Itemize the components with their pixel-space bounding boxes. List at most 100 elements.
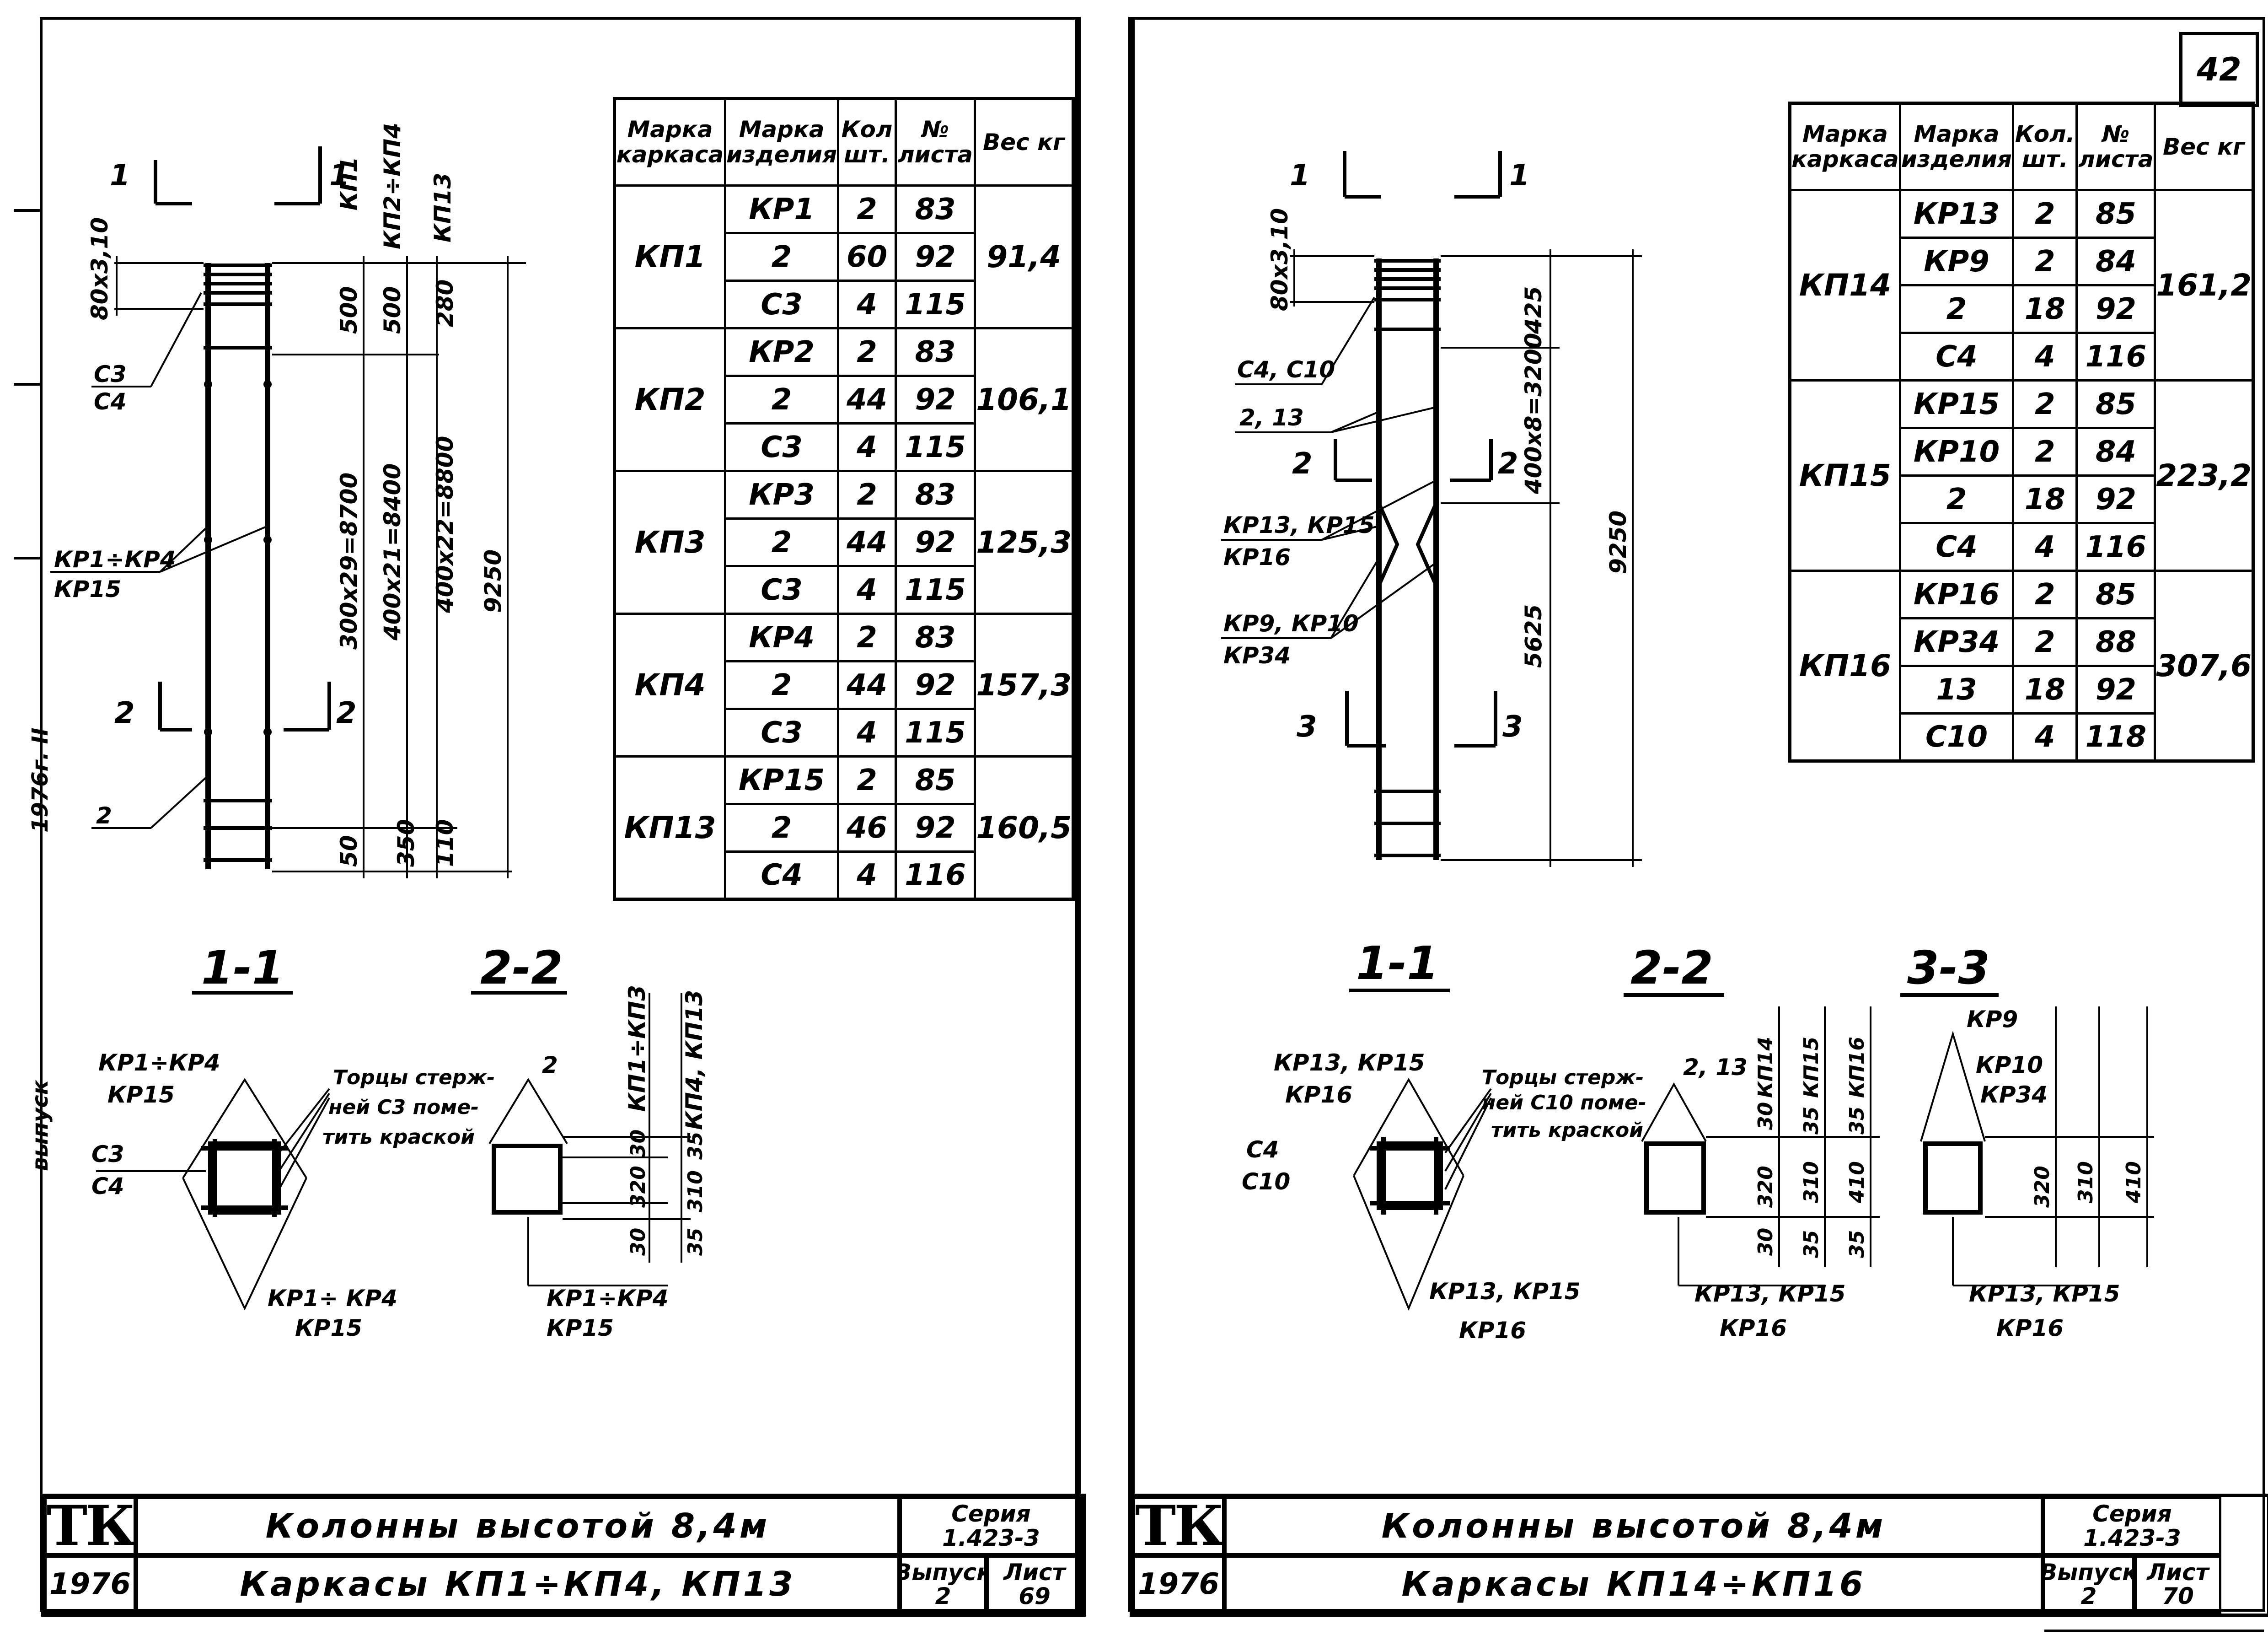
sheet-no-cell: 83 xyxy=(894,184,976,234)
qty-cell: 2 xyxy=(837,470,897,520)
label-c4-c10: С4, С10 xyxy=(1237,356,1335,383)
item-mark-cell: 2 xyxy=(724,660,840,710)
item-mark-cell: 2 xyxy=(724,517,840,567)
item-mark-cell: 2 xyxy=(1898,284,2015,334)
title-line-2: Каркасы КП1÷КП4, КП13 xyxy=(136,1555,900,1614)
section-title-3-3-r: 3-3 xyxy=(1907,941,1990,995)
dim-500-b: 500 xyxy=(379,286,406,334)
r-section2-kp15: КП15 xyxy=(1800,1037,1823,1098)
col-qty-header: Кол шт. xyxy=(837,97,897,187)
qty-cell: 2 xyxy=(2012,237,2078,286)
r-section3-dim-310: 310 xyxy=(2074,1161,2097,1203)
cut-mark-1-left: 1 xyxy=(110,159,130,193)
qty-cell: 4 xyxy=(2012,522,2078,572)
qty-cell: 44 xyxy=(837,660,897,710)
label-spacing: 80х3,10 xyxy=(86,217,113,320)
label-kp1: КП1 xyxy=(336,156,362,210)
qty-cell: 4 xyxy=(2012,712,2078,762)
label-kr34: КР34 xyxy=(1223,642,1291,669)
issue-value: 2 xyxy=(935,1583,951,1610)
label-kr15: КР15 xyxy=(54,576,121,602)
dim-300x29: 300х29=8700 xyxy=(336,473,362,650)
section1-label-kr1-kr4: КР1÷КР4 xyxy=(98,1049,220,1076)
sheet-no-cell: 92 xyxy=(894,232,976,282)
qty-cell: 4 xyxy=(837,850,897,900)
item-mark-cell: КР9 xyxy=(1898,237,2015,286)
dim-110: 110 xyxy=(432,819,458,867)
r-col-item-header: Марка изделия xyxy=(1898,102,2015,191)
item-mark-cell: КР15 xyxy=(724,755,840,805)
dim-425: 425 xyxy=(1520,286,1547,334)
section2-label-kp4-kp13: КП4, КП13 xyxy=(681,990,708,1130)
frame-mark-cell: КП15 xyxy=(1789,379,1901,572)
r-note-line-3: тить краской xyxy=(1491,1119,1643,1142)
r-section3-kr34: КР34 xyxy=(1980,1081,2048,1108)
sheet-no-cell: 115 xyxy=(894,708,976,758)
qty-cell: 60 xyxy=(837,232,897,282)
sheet-no-cell: 115 xyxy=(894,280,976,329)
r-section2-dim-35a: 35 xyxy=(1800,1107,1823,1135)
sheet-cell: Лист 69 xyxy=(987,1555,1083,1614)
weight-cell: 91,4 xyxy=(974,184,1074,329)
frame-mark-cell: КП16 xyxy=(1789,570,1901,762)
weight-cell: 161,2 xyxy=(2154,189,2254,382)
r-section2-dim-35c: 35 xyxy=(1845,1107,1869,1135)
issue-cell-r: Выпуск 2 xyxy=(2043,1555,2134,1614)
r-section1-kr16: КР16 xyxy=(1285,1081,1352,1108)
cut-mark-1-right: 1 xyxy=(329,159,350,193)
r-note-line-1: Торцы стерж- xyxy=(1482,1066,1644,1089)
section2-label-kr15: КР15 xyxy=(547,1315,614,1341)
r-section1-bottom-kr13-kr15: КР13, КР15 xyxy=(1429,1278,1581,1305)
weight-cell: 106,1 xyxy=(974,327,1074,472)
issue-label-r: Выпуск xyxy=(2043,1559,2134,1586)
title-line-1-r: Колонны высотой 8,4м xyxy=(1224,1497,2043,1555)
sheet-no-cell: 92 xyxy=(2075,665,2156,715)
item-mark-cell: КР10 xyxy=(1898,427,2015,477)
section-title-1-1: 1-1 xyxy=(201,941,284,995)
sheet-no-cell: 92 xyxy=(2075,284,2156,334)
weight-cell: 125,3 xyxy=(974,470,1074,615)
series-label-r: Серия xyxy=(2092,1501,2172,1528)
section2-dim-35b: 35 xyxy=(684,1228,707,1256)
r-col-frame-header: Марка каркаса xyxy=(1789,102,1901,191)
label-kr13-kr15: КР13, КР15 xyxy=(1223,512,1375,538)
series-cell-r: Серия 1.423-3 xyxy=(2043,1497,2221,1555)
qty-cell: 2 xyxy=(2012,427,2078,477)
item-mark-cell: КР1 xyxy=(724,184,840,234)
issue-label: Выпуск xyxy=(902,1559,984,1586)
r-section2-kp16: КП16 xyxy=(1845,1037,1869,1098)
cut-mark-2-left-r: 2 xyxy=(1292,447,1313,481)
weight-cell: 223,2 xyxy=(2154,379,2254,572)
sheet-no-cell: 116 xyxy=(2075,522,2156,572)
sheet-no-cell: 83 xyxy=(894,470,976,520)
item-mark-cell: КР34 xyxy=(1898,617,2015,667)
sheet-no-cell: 115 xyxy=(894,565,976,615)
r-section2-kr13-kr15: КР13, КР15 xyxy=(1694,1280,1846,1307)
qty-cell: 2 xyxy=(837,327,897,377)
qty-cell: 44 xyxy=(837,517,897,567)
item-mark-cell: КР2 xyxy=(724,327,840,377)
section2-dim-30a: 30 xyxy=(627,1130,650,1157)
title-line-2-r: Каркасы КП14÷КП16 xyxy=(1224,1555,2043,1614)
item-mark-cell: С3 xyxy=(724,422,840,472)
series-value-r: 1.423-3 xyxy=(2083,1524,2181,1551)
section1-label-c3: С3 xyxy=(91,1141,124,1167)
qty-cell: 18 xyxy=(2012,284,2078,334)
